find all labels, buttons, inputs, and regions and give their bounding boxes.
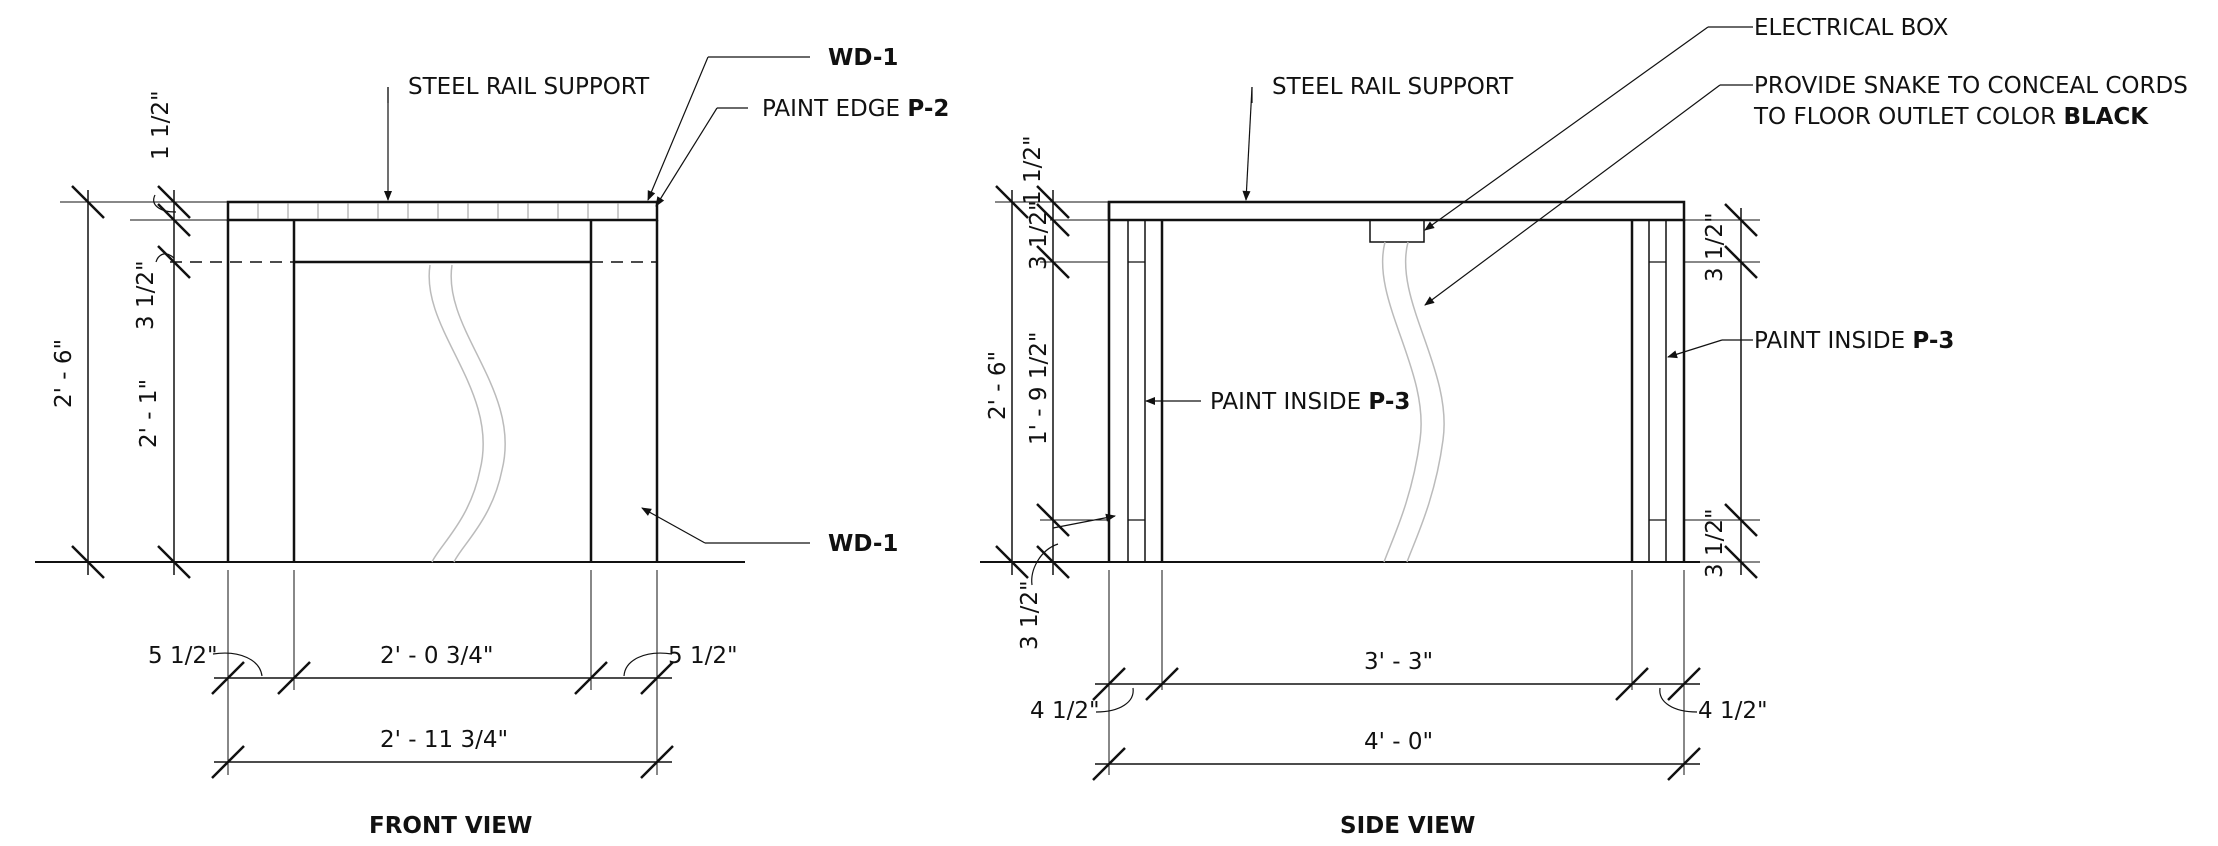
side-overall-height-dim: 2' - 6"	[985, 351, 1011, 420]
front-wd1-side-label: WD-1	[828, 531, 898, 557]
side-top-thickness-dim: 1 1/2"	[1020, 135, 1046, 205]
side-view	[980, 26, 1760, 781]
front-inner-height-dim: 2' - 1"	[136, 379, 162, 448]
side-view-text: STEEL RAIL SUPPORT ELECTRICAL BOX PROVID…	[985, 15, 2188, 839]
side-paint-inside-right-label: PAINT INSIDE P-3	[1754, 328, 1954, 354]
side-steel-rail-support-label: STEEL RAIL SUPPORT	[1272, 74, 1514, 100]
snake-note-line2: TO FLOOR OUTLET COLOR BLACK	[1753, 104, 2149, 130]
side-leg-right-dim: 4 1/2"	[1698, 698, 1768, 724]
front-inner-width-dim: 2' - 0 3/4"	[380, 643, 493, 669]
front-steel-rail-support-label: STEEL RAIL SUPPORT	[408, 74, 650, 100]
side-rail-height-left-dim: 3 1/2"	[1026, 200, 1052, 270]
side-inner-height-dim: 1' - 9 1/2"	[1026, 332, 1052, 445]
side-paint-inside-left-label: PAINT INSIDE P-3	[1210, 389, 1410, 415]
side-leg-left-dim: 4 1/2"	[1030, 698, 1100, 724]
electrical-box-label: ELECTRICAL BOX	[1754, 15, 1949, 41]
side-inner-width-dim: 3' - 3"	[1364, 649, 1433, 675]
front-overall-height-dim: 2' - 6"	[51, 339, 77, 408]
front-wd1-top-label: WD-1	[828, 45, 898, 71]
front-leg-left-dim: 5 1/2"	[148, 643, 218, 669]
snake-note-line1: PROVIDE SNAKE TO CONCEAL CORDS	[1754, 73, 2188, 99]
side-bottom-rail-left-dim: 3 1/2"	[1017, 580, 1043, 650]
front-top-thickness-dim: 1 1/2"	[148, 90, 174, 160]
front-view-title: FRONT VIEW	[369, 813, 532, 839]
side-overall-width-dim: 4' - 0"	[1364, 729, 1433, 755]
front-leg-right-dim: 5 1/2"	[668, 643, 738, 669]
side-bottom-rail-right-dim: 3 1/2"	[1702, 508, 1728, 578]
front-overall-width-dim: 2' - 11 3/4"	[380, 727, 508, 753]
side-view-title: SIDE VIEW	[1340, 813, 1475, 839]
front-rail-height-dim: 3 1/2"	[133, 260, 159, 330]
front-view	[35, 56, 810, 779]
front-view-text: STEEL RAIL SUPPORT WD-1 PAINT EDGE P-2 W…	[51, 45, 949, 839]
front-paint-edge-label: PAINT EDGE P-2	[762, 96, 949, 122]
side-rail-height-right-dim: 3 1/2"	[1702, 212, 1728, 282]
